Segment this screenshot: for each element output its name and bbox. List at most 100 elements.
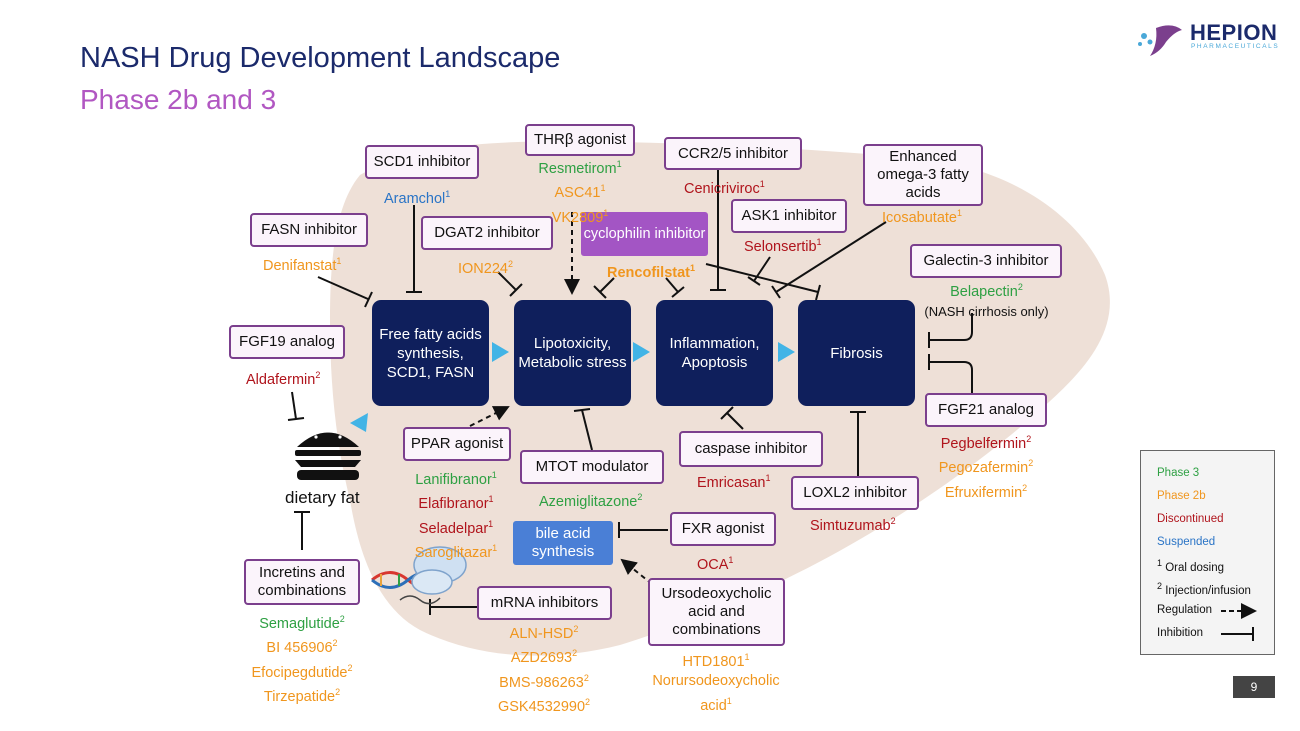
node-free-fatty-acids: Free fatty acids synthesis, SCD1, FASN [372,300,489,406]
logo-wordmark: HEPION [1190,20,1278,45]
target-cyclophilin-inhibitor: cyclophilin inhibitor [581,212,708,256]
drug-oca: OCA1 [697,555,734,573]
target-omega3: Enhanced omega-3 fatty acids [863,144,983,206]
drug-azemiglitazone: Azemiglitazone2 [539,492,643,510]
drug-icosabutate: Icosabutate1 [882,208,962,226]
connector-caspase [726,412,744,430]
drug-list-thrb: Resmetirom1 ASC411 VK28091 [520,155,640,228]
target-caspase-inhibitor: caspase inhibitor [679,431,823,467]
drug-pegbelfermin: Pegbelfermin2 [940,434,1032,452]
drug-saroglitazar: Saroglitazar1 [414,542,498,561]
legend-discontinued: Discontinued [1157,513,1224,525]
drug-list-udca: HTD18011 Norursodeoxycholic acid1 [636,648,796,716]
target-fxr-agonist: FXR agonist [670,512,776,546]
drug-norursodeoxycholic-line2: acid1 [700,695,732,714]
target-dgat2-inhibitor: DGAT2 inhibitor [421,216,553,250]
target-udca: Ursodeoxycholic acid and combinations [648,578,785,646]
drug-simtuzumab: Simtuzumab2 [810,516,896,534]
target-mtot-modulator: MTOT modulator [520,450,664,484]
drug-semaglutide: Semaglutide2 [259,614,345,632]
target-thrb-agonist: THRβ agonist [525,124,635,156]
connector-fgf21 [930,361,973,393]
hepion-logo: HEPION PHARMACEUTICALS [1136,20,1286,58]
drug-tirzepatide: Tirzepatide2 [263,686,341,705]
drug-bms-986263: BMS-9862632 [499,672,589,691]
drug-belapectin: Belapectin2 [950,282,1023,300]
target-mrna-inhibitors: mRNA inhibitors [477,586,612,620]
connector-mtot [581,409,593,451]
target-ccr25-inhibitor: CCR2/5 inhibitor [664,137,802,170]
burger-icon [295,429,361,480]
legend-oral: 1 Oral dosing [1157,558,1225,574]
connector-cyclo-fibrosis [705,263,819,293]
drug-list-galectin3: Belapectin2 (NASH cirrhosis only) [915,278,1058,322]
legend-regulation: Regulation [1157,604,1212,616]
drug-bi456906: BI 4569062 [266,638,338,657]
connector-ask1 [753,256,771,282]
drug-vk2809: VK28091 [551,207,609,226]
flow-arrow-3 [778,342,795,362]
target-loxl2-inhibitor: LOXL2 inhibitor [791,476,919,510]
connector-cyclo-inflam [665,277,679,293]
legend-line-icons [1221,603,1257,641]
drug-rencofilstat: Rencofilstat1 [607,263,696,281]
connector-cyclo-lipo [599,277,615,293]
target-ask1-inhibitor: ASK1 inhibitor [731,199,847,233]
connector-ppar [469,406,510,427]
connector-omega3 [775,221,887,293]
connector-udca [620,558,653,585]
drug-pegozafermin: Pegozafermin2 [938,458,1034,477]
target-galectin3-inhibitor: Galectin-3 inhibitor [910,244,1062,278]
drug-aramchol: Aramchol1 [384,189,451,207]
target-incretins: Incretins and combinations [244,559,360,605]
drug-elafibranor: Elafibranor1 [418,494,494,513]
dna-rna-icon [371,546,467,605]
belapectin-note: (NASH cirrhosis only) [924,304,1049,320]
drug-aln-hsd: ALN-HSD2 [509,624,579,642]
drug-list-fgf21: Pegbelfermin2 Pegozafermin2 Efruxifermin… [918,430,1054,503]
node-inflammation: Inflammation, Apoptosis [656,300,773,406]
drug-ion224: ION2242 [458,259,513,277]
flow-arrow-1 [492,342,509,362]
target-bile-acid-synthesis: bile acid synthesis [513,521,613,565]
drug-aldafermin: Aldafermin2 [246,370,321,388]
legend-phase3: Phase 3 [1157,467,1200,479]
hepion-logo-mark [1138,25,1182,56]
drug-seladelpar: Seladelpar1 [418,518,494,537]
drug-denifanstat: Denifanstat1 [263,256,342,274]
legend: Phase 3 Phase 2b Discontinued Suspended … [1140,450,1275,655]
flow-arrow-2 [633,342,650,362]
drug-efruxifermin: Efruxifermin2 [944,482,1028,501]
legend-inhibition: Inhibition [1157,627,1204,639]
page-title: NASH Drug Development Landscape [80,42,561,74]
node-fibrosis: Fibrosis [798,300,915,406]
drug-azd2693: AZD26932 [510,648,578,667]
legend-injection: 2 Injection/infusion [1157,581,1251,597]
drug-gsk4532990: GSK45329902 [497,696,591,715]
drug-selonsertib: Selonsertib1 [744,237,822,255]
drug-htd1801: HTD18011 [682,652,750,670]
connector-galectin3 [930,313,973,341]
target-ppar-agonist: PPAR agonist [403,427,511,461]
drug-lanifibranor: Lanifibranor1 [415,470,497,488]
legend-phase2b: Phase 2b [1157,490,1206,502]
dietary-fat-label: dietary fat [285,488,360,507]
drug-list-ppar: Lanifibranor1 Elafibranor1 Seladelpar1 S… [400,466,512,563]
connector-dgat2 [497,271,517,291]
drug-list-mrna: ALN-HSD2 AZD26932 BMS-9862632 GSK4532990… [476,620,612,717]
drug-efocipegdutide: Efocipegdutide2 [251,662,353,681]
node-lipotoxicity: Lipotoxicity, Metabolic stress [514,300,631,406]
page-subtitle: Phase 2b and 3 [80,84,277,115]
target-fasn-inhibitor: FASN inhibitor [250,213,368,247]
drug-resmetirom: Resmetirom1 [538,159,622,177]
drug-asc41: ASC411 [554,183,606,202]
target-scd1-inhibitor: SCD1 inhibitor [365,145,479,179]
drug-norursodeoxycholic: Norursodeoxycholic [652,673,780,690]
target-fgf19-analog: FGF19 analog [229,325,345,359]
drug-emricasan: Emricasan1 [697,473,771,491]
connector-fgf19 [291,391,297,420]
flow-arrow-diet [350,413,368,432]
page-number: 9 [1233,676,1275,698]
drug-cenicriviroc: Cenicriviroc1 [684,179,765,197]
drug-list-incretins: Semaglutide2 BI 4569062 Efocipegdutide2 … [236,610,368,707]
